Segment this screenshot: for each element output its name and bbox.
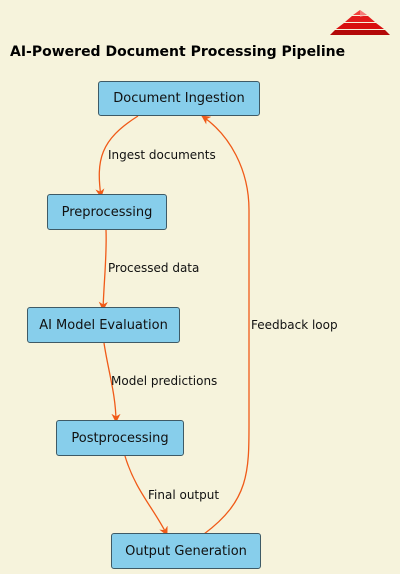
label-final-output: Final output	[148, 488, 220, 502]
label-ingest-documents: Ingest documents	[108, 148, 216, 162]
edge-final	[124, 455, 168, 536]
edge-processed	[98, 229, 108, 311]
node-document-ingestion: Document Ingestion	[98, 81, 260, 116]
edge-feedback	[201, 115, 250, 535]
diagram-title: AI-Powered Document Processing Pipeline	[10, 44, 346, 60]
node-preprocessing: Preprocessing	[47, 194, 167, 230]
label-model-predictions: Model predictions	[111, 374, 218, 388]
edge-ingest	[95, 115, 139, 198]
label-processed-data: Processed data	[108, 261, 200, 275]
node-output-generation: Output Generation	[111, 533, 261, 569]
node-postprocessing: Postprocessing	[56, 420, 184, 456]
node-ai-model-evaluation: AI Model Evaluation	[27, 307, 180, 343]
label-feedback-loop: Feedback loop	[251, 318, 338, 332]
edge-predictions	[103, 342, 121, 423]
logo-icon	[330, 10, 390, 35]
